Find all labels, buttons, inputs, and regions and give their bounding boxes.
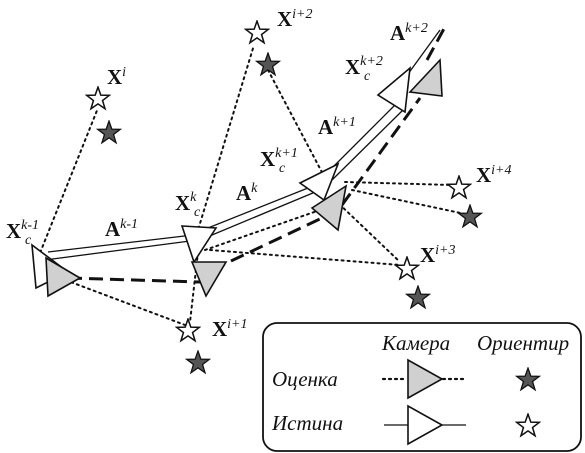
true-landmarks [85, 20, 472, 342]
camera-true-k [180, 225, 218, 264]
legend: Камера Ориентир Оценка Истина [262, 322, 582, 452]
landmark-est-i [96, 120, 122, 144]
landmark-true-i+3 [394, 256, 420, 280]
label-x-i+4: Xi+4 [476, 163, 512, 187]
landmark-true-i+2 [244, 20, 270, 44]
camera-true-k+2 [376, 66, 412, 114]
legend-truth-camera-symbol [384, 404, 466, 446]
legend-row-truth: Истина [271, 411, 343, 435]
label-xc-k-1: Xk-1 [6, 218, 39, 243]
label-xc-k+1: Xk+1 [260, 146, 298, 171]
label-xc-k-1-sub: c [25, 233, 32, 248]
true-cameras [31, 66, 412, 290]
landmark-true-i [85, 86, 111, 110]
landmark-est-i+1 [185, 350, 211, 374]
legend-col-landmark: Ориентир [477, 331, 569, 355]
label-xc-k+2-sub: c [364, 69, 371, 84]
legend-estimate-camera-symbol [381, 358, 468, 400]
legend-row-estimate: Оценка [272, 367, 338, 391]
landmark-est-i+4 [457, 204, 483, 228]
label-x-i+3: Xi+3 [420, 243, 456, 267]
observation-rays [37, 44, 471, 326]
camera-est-k-1 [45, 256, 82, 298]
label-xc-k+2: Xk+2 [345, 54, 383, 79]
camera-est-k [190, 261, 228, 298]
landmark-true-i+4 [446, 175, 472, 199]
estimated-trajectory [67, 24, 448, 284]
label-x-i: Xi [107, 65, 126, 89]
camera-est-k+1 [310, 184, 348, 232]
label-xc-k: Xk [175, 190, 197, 215]
estimated-cameras [45, 58, 443, 298]
camera-true-k+1 [298, 162, 340, 202]
landmark-est-i+3 [405, 285, 431, 309]
legend-col-camera: Камера [381, 331, 450, 355]
label-a-k+1: Ak+1 [318, 115, 356, 139]
label-x-i+1: Xi+1 [212, 317, 248, 341]
label-xc-k-sub: c [194, 205, 201, 220]
camera-est-k+2 [408, 58, 443, 97]
label-xc-k+1-sub: c [279, 161, 286, 176]
label-a-k+2: Ak+2 [390, 21, 428, 45]
diagram-labels: Ak-1 Ak Ak+1 Ak+2 Xk-1 c Xk c Xk+1 c Xk+… [6, 7, 512, 341]
label-x-i+2: Xi+2 [277, 7, 313, 31]
label-a-k-1: Ak-1 [105, 217, 138, 241]
label-a-k: Ak [236, 181, 258, 205]
